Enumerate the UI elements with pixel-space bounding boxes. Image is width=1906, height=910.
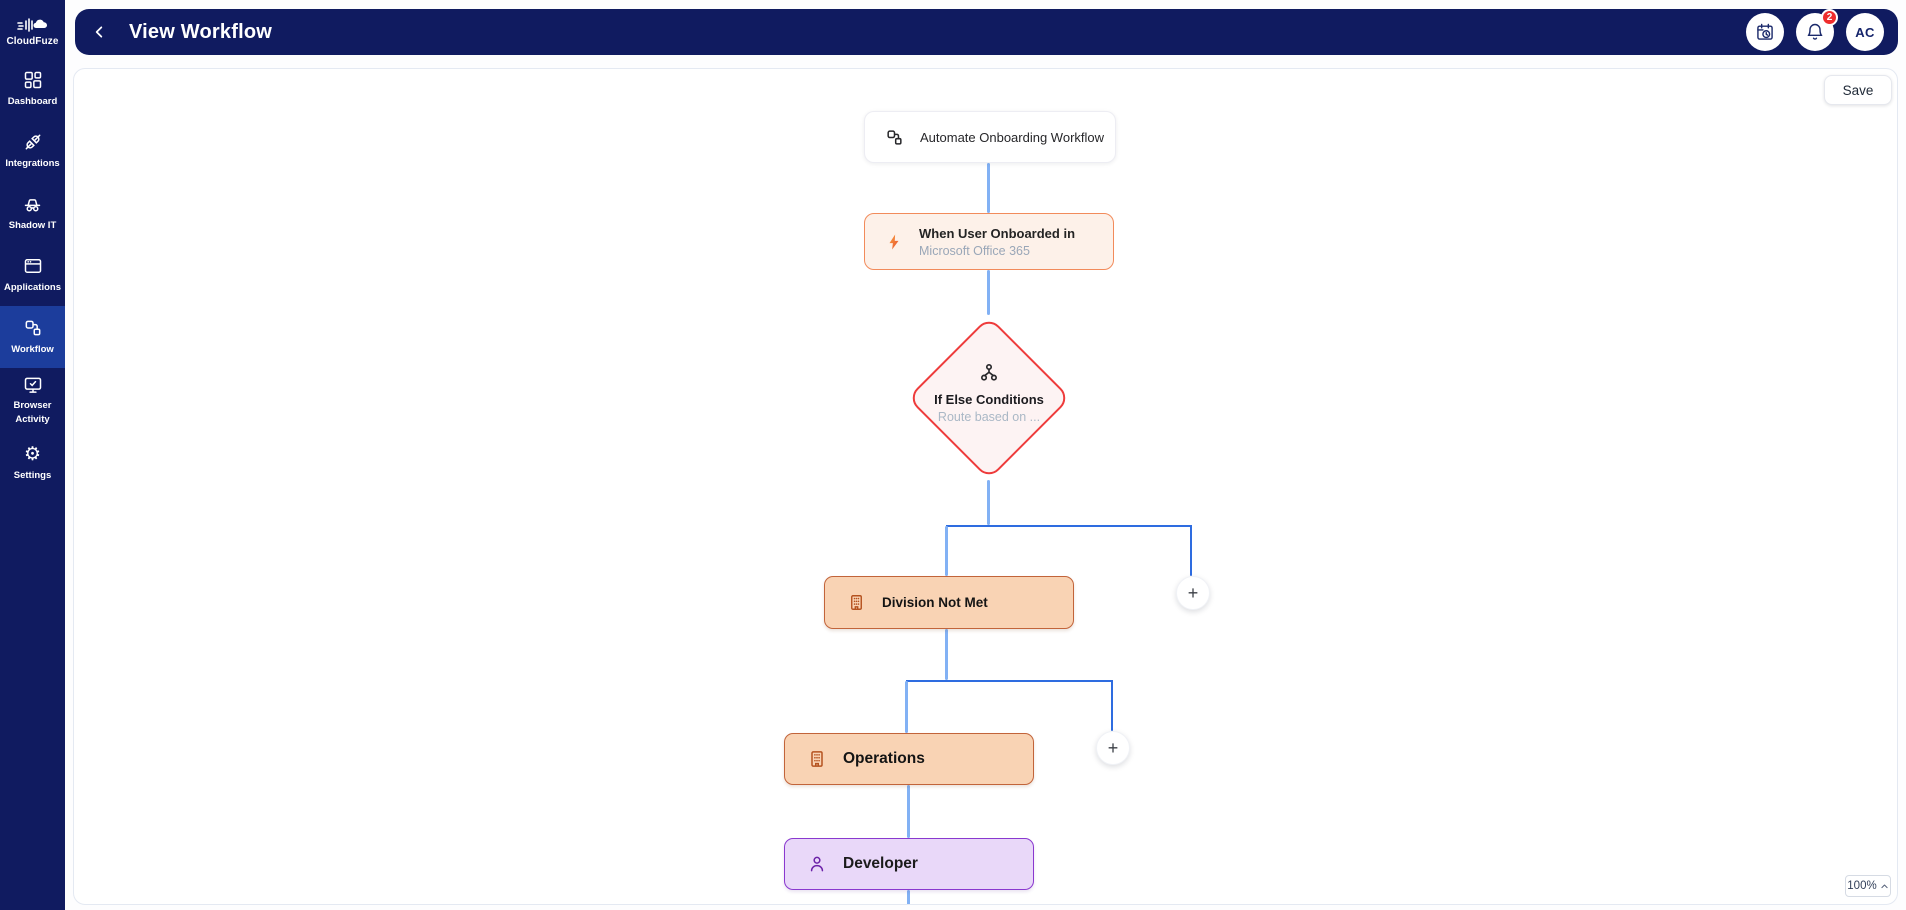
notification-badge: 2 xyxy=(1821,9,1838,26)
gear-icon: ⚙ xyxy=(23,444,42,466)
zoom-control[interactable]: 100% xyxy=(1845,875,1891,897)
sidebar-item-label: Integrations xyxy=(5,157,60,169)
sidebar-item-workflow[interactable]: Workflow xyxy=(0,306,65,368)
sidebar-item-applications[interactable]: Applications xyxy=(0,244,65,306)
incognito-icon xyxy=(22,194,43,215)
branch-line xyxy=(906,680,1113,682)
connector-line xyxy=(987,480,990,525)
page-title: View Workflow xyxy=(129,20,273,43)
sidebar-item-integrations[interactable]: Integrations xyxy=(0,120,65,182)
connector-line xyxy=(987,270,990,315)
sidebar-item-label: Browser Activity xyxy=(13,400,52,425)
workflow-icon xyxy=(887,129,902,145)
lightning-icon xyxy=(889,234,899,249)
bell-icon xyxy=(1807,23,1823,40)
connector-line xyxy=(1111,681,1113,731)
save-button[interactable]: Save xyxy=(1824,75,1892,105)
connector-line xyxy=(907,785,910,838)
sidebar-item-browser-activity[interactable]: Browser Activity xyxy=(0,368,65,433)
chevron-up-icon xyxy=(1881,884,1888,888)
person-icon xyxy=(810,856,824,872)
node-title: Division Not Met xyxy=(882,595,988,610)
node-start[interactable]: Automate Onboarding Workflow xyxy=(864,111,1116,163)
topbar-actions: 2 AC xyxy=(1746,9,1898,51)
node-title: Developer xyxy=(843,855,918,872)
sidebar-item-dashboard[interactable]: Dashboard xyxy=(0,58,65,120)
avatar[interactable]: AC xyxy=(1846,13,1884,51)
zoom-level: 100% xyxy=(1847,880,1877,892)
node-title: When User Onboarded in xyxy=(919,225,1076,241)
connector-line xyxy=(945,526,948,576)
calendar-clock-icon xyxy=(1757,23,1773,40)
node-subtitle: Microsoft Office 365 xyxy=(919,243,1030,258)
workflow-canvas[interactable]: Save Automate Onboarding Workflow xyxy=(73,68,1898,905)
add-branch-button[interactable]: + xyxy=(1176,576,1210,610)
window-icon xyxy=(22,256,43,277)
plug-icon xyxy=(22,132,43,153)
connector-line xyxy=(907,890,910,904)
node-condition[interactable] xyxy=(906,315,1072,481)
node-trigger[interactable]: When User Onboarded in Microsoft Office … xyxy=(864,213,1114,270)
sidebar: CloudFuze Dashboard Integrations xyxy=(0,0,65,910)
brand-logo: CloudFuze xyxy=(0,0,65,58)
workflow-icon xyxy=(22,318,43,339)
chevron-left-icon xyxy=(95,26,103,38)
building-icon xyxy=(851,595,862,610)
branch-line xyxy=(946,525,1192,527)
cloudfuze-logo-icon xyxy=(16,18,47,32)
sidebar-item-label: Dashboard xyxy=(7,95,58,107)
back-button[interactable] xyxy=(85,17,115,47)
monitor-check-icon xyxy=(22,374,43,395)
brand-name: CloudFuze xyxy=(6,36,59,47)
topbar: View Workflow 2 AC xyxy=(75,9,1898,55)
notifications-button[interactable]: 2 xyxy=(1796,9,1838,51)
add-branch-button[interactable]: + xyxy=(1096,731,1130,765)
building-icon xyxy=(811,751,823,767)
connector-line xyxy=(987,163,990,213)
connector-line xyxy=(905,681,908,733)
node-operations[interactable]: Operations xyxy=(784,733,1034,785)
sidebar-item-label: Applications xyxy=(3,281,61,293)
sidebar-item-label: Shadow IT xyxy=(8,219,57,231)
sidebar-item-label: Settings xyxy=(13,470,52,482)
node-developer[interactable]: Developer xyxy=(784,838,1034,890)
node-title: Automate Onboarding Workflow xyxy=(920,129,1105,145)
sidebar-item-shadow-it[interactable]: Shadow IT xyxy=(0,182,65,244)
sidebar-item-settings[interactable]: ⚙ Settings xyxy=(0,433,65,495)
node-division-not-met[interactable]: Division Not Met xyxy=(824,576,1074,629)
dashboard-icon xyxy=(22,70,43,91)
node-title: Operations xyxy=(843,750,925,767)
connector-line xyxy=(945,629,948,680)
connector-line xyxy=(1190,526,1192,576)
schedule-button[interactable] xyxy=(1746,13,1784,51)
sidebar-item-label: Workflow xyxy=(11,343,54,355)
